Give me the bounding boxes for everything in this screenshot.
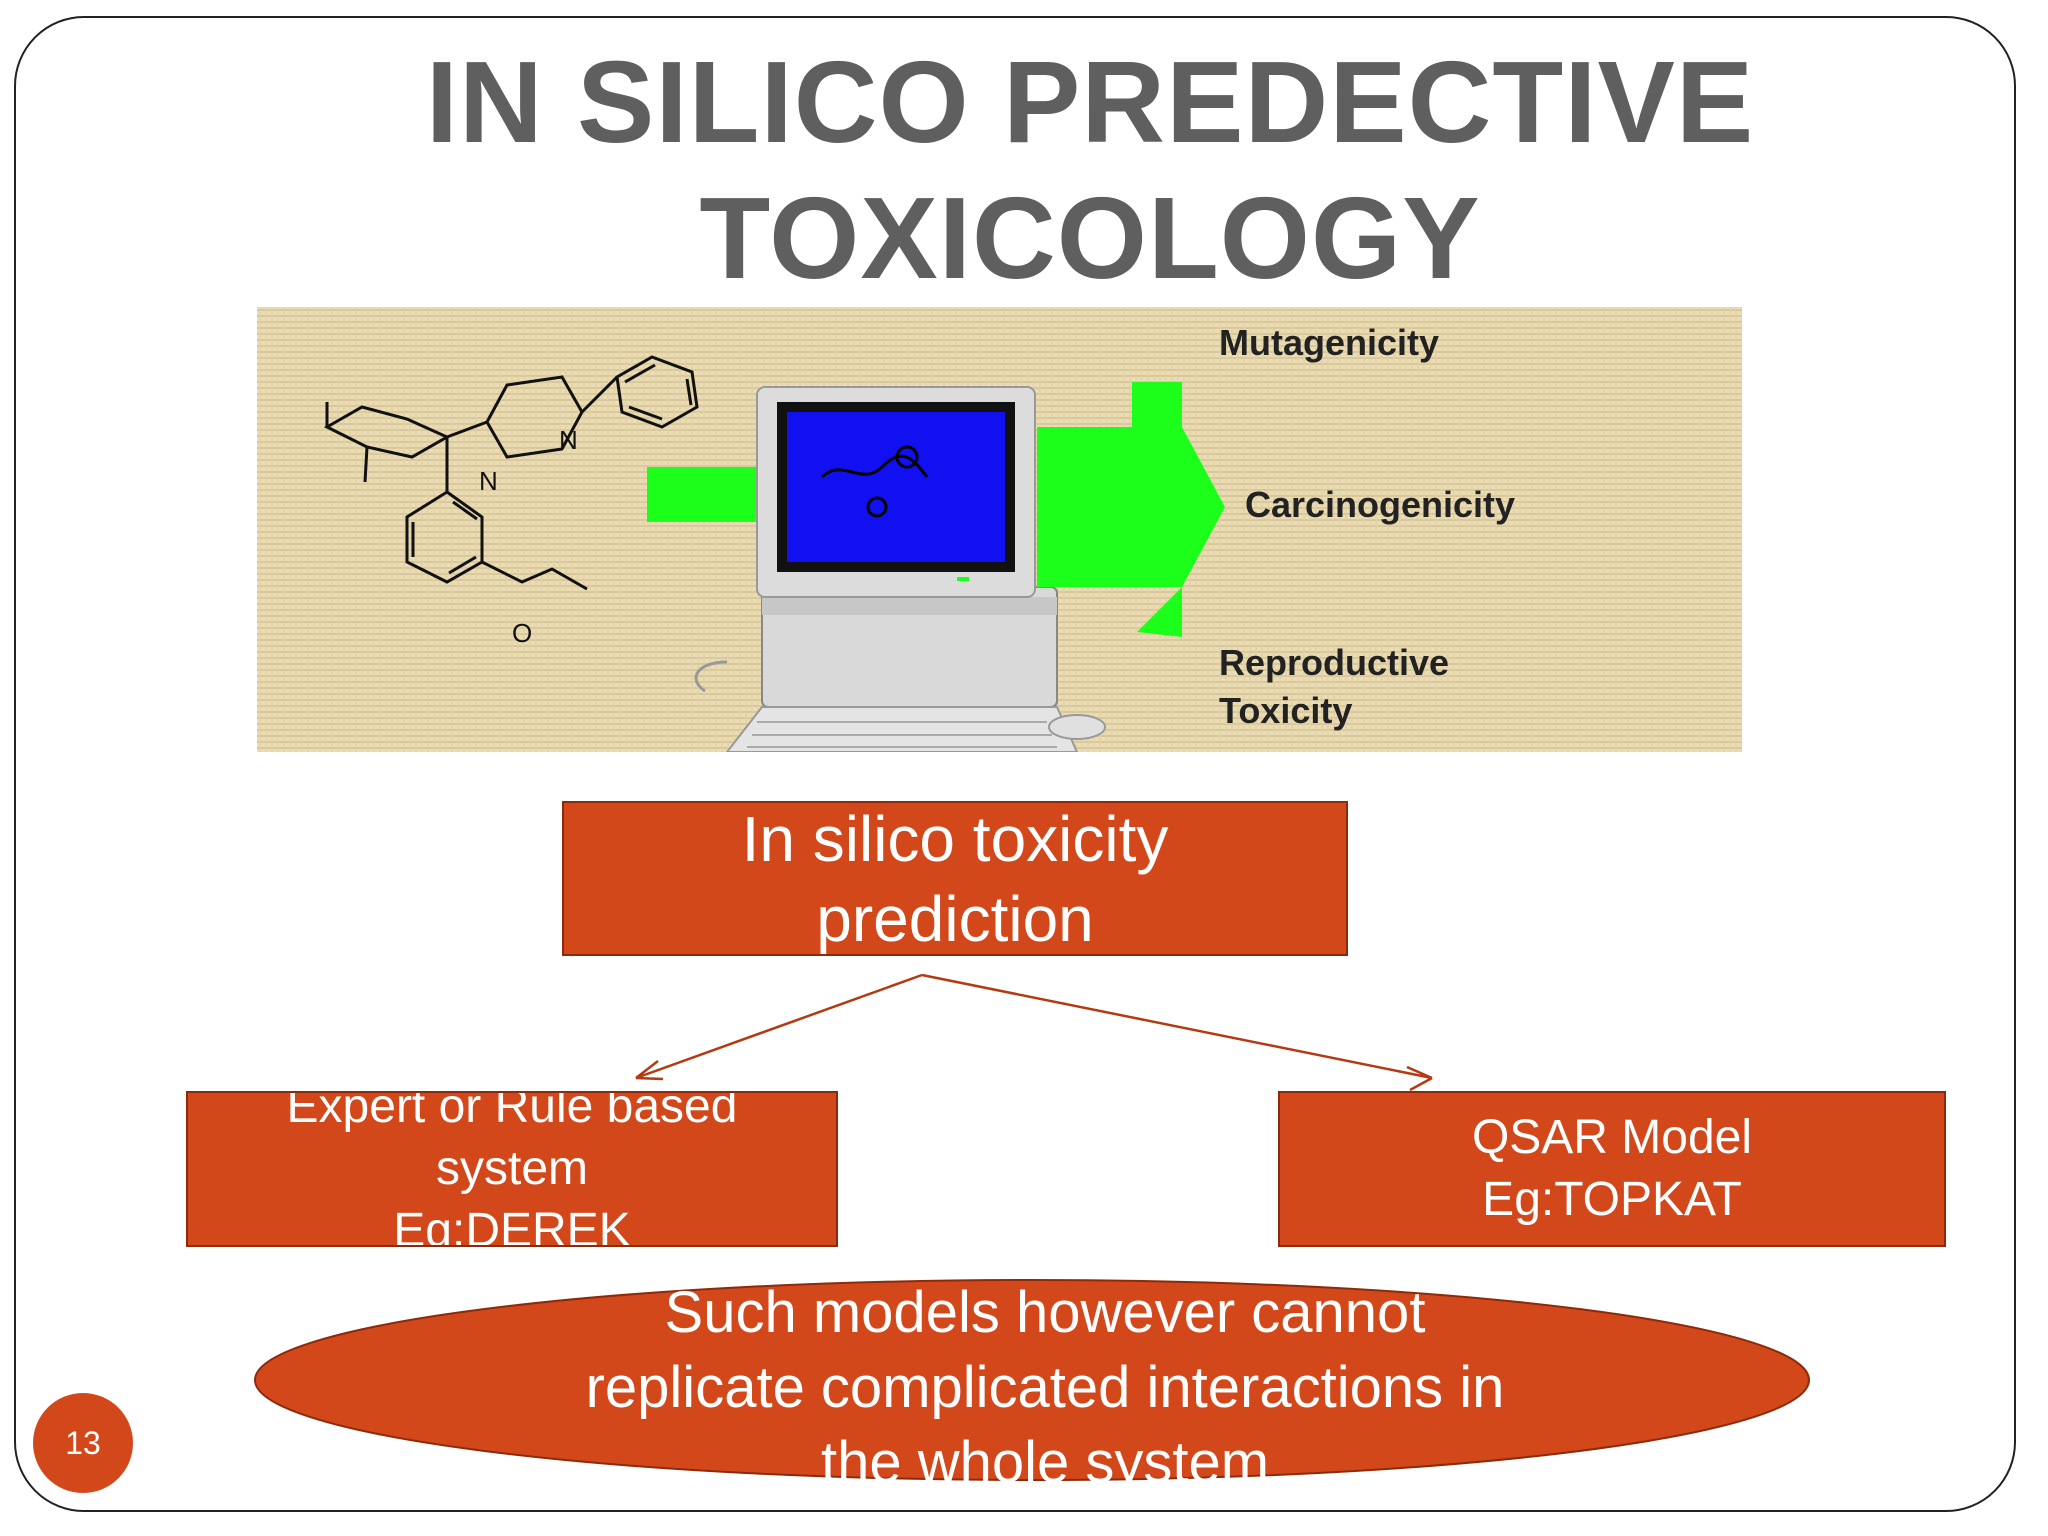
page-number-badge: 13 — [33, 1393, 133, 1493]
conclusion-text: Such models however cannot replicate com… — [585, 1280, 1505, 1495]
computer-icon — [694, 386, 1106, 752]
page-number: 13 — [65, 1424, 101, 1461]
label-toxicity: Toxicity — [1219, 690, 1352, 731]
atom-n2: N — [559, 425, 578, 455]
label-mutagenicity: Mutagenicity — [1219, 322, 1439, 363]
expert-system-label: Expert or Rule based system Eg:DEREK — [286, 1091, 738, 1247]
expert-system-box: Expert or Rule based system Eg:DEREK — [186, 1091, 838, 1247]
output-arrows-icon — [1037, 382, 1225, 637]
atom-o: O — [512, 618, 532, 648]
qsar-model-box: QSAR Model Eg:TOPKAT — [1278, 1091, 1946, 1247]
title-line-1: IN SILICO PREDECTIVE — [425, 37, 1755, 167]
slide-frame — [14, 16, 2016, 1512]
qsar-model-label: QSAR Model Eg:TOPKAT — [1471, 1111, 1753, 1226]
label-carcinogenicity: Carcinogenicity — [1245, 484, 1515, 525]
title-line-2: TOXICOLOGY — [699, 173, 1481, 303]
molecule-structure-icon — [323, 355, 699, 591]
atom-n1: N — [479, 466, 498, 496]
label-reproductive: Reproductive — [1219, 642, 1449, 683]
slide-title: IN SILICO PREDECTIVE TOXICOLOGY — [260, 34, 1920, 306]
toxicology-illustration: N N O Mutagenicity Carcinogenicity Repro… — [257, 307, 1742, 752]
in-silico-prediction-box: In silico toxicity prediction — [562, 801, 1348, 956]
in-silico-prediction-label: In silico toxicity prediction — [741, 802, 1169, 955]
